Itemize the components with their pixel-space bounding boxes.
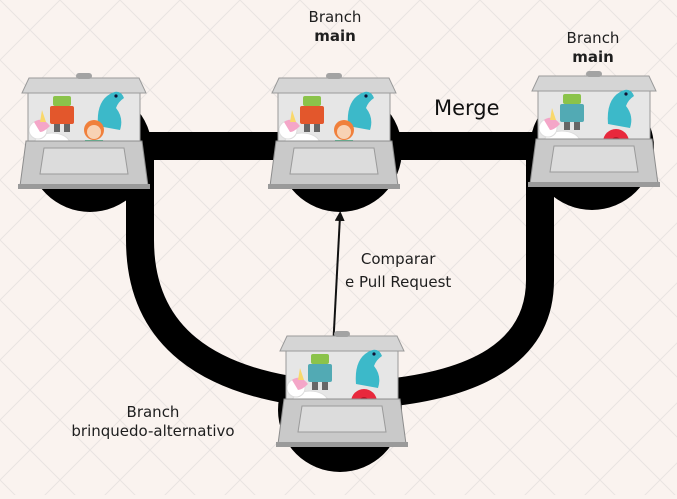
label-right-name: main — [572, 47, 614, 66]
label-bottom-keyword: Branch — [126, 403, 180, 421]
label-bottom-name: brinquedo-alternativo — [71, 421, 235, 440]
toybox-left — [18, 73, 150, 189]
label-right-branch: Branch main — [548, 29, 638, 67]
robot-icon — [560, 94, 584, 130]
branch-off-track — [126, 160, 332, 409]
toys-center — [278, 91, 374, 158]
label-top-name: main — [314, 26, 356, 45]
label-bottom-branch: Branch brinquedo-alternativo — [42, 403, 264, 441]
dinosaur-icon — [355, 349, 382, 388]
dinosaur-icon — [347, 91, 374, 130]
toys-left — [28, 91, 124, 158]
toys-bottom — [286, 349, 382, 415]
compare-label: Comparar e Pull Request — [345, 248, 451, 295]
toybox-right — [528, 71, 660, 187]
label-top-keyword: Branch — [308, 8, 362, 26]
unicorn-icon — [286, 368, 329, 414]
toybox-bottom — [276, 331, 408, 447]
compare-label-line1: Comparar — [360, 250, 436, 268]
compare-arrow — [328, 211, 345, 354]
merge-back-track — [359, 160, 554, 409]
merge-label: Merge — [434, 96, 500, 120]
label-top-branch: Branch main — [290, 8, 380, 46]
robot-icon — [308, 354, 332, 390]
dinosaur-icon — [607, 89, 634, 128]
toybox-center — [268, 73, 400, 189]
dinosaur-icon — [97, 91, 124, 130]
compare-label-line2: e Pull Request — [345, 273, 452, 292]
robot-icon — [300, 96, 324, 132]
label-right-keyword: Branch — [566, 29, 620, 47]
robot-icon — [50, 96, 74, 132]
